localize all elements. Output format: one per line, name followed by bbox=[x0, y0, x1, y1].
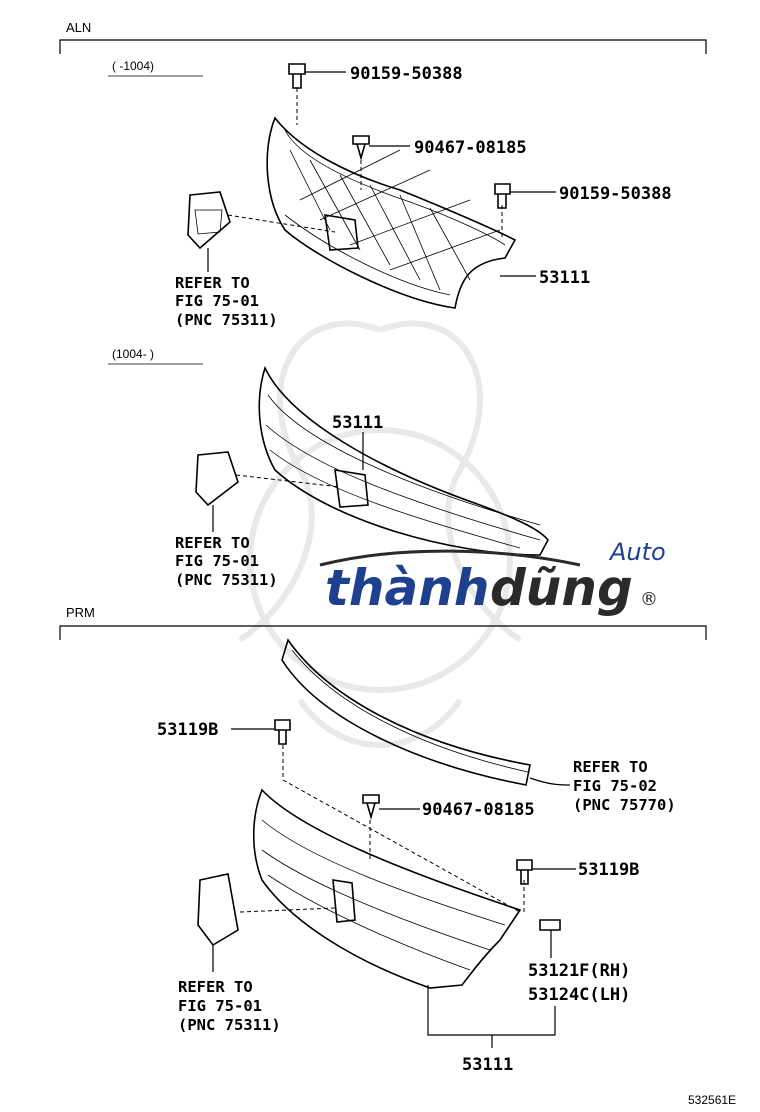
watermark-brand2: dũng bbox=[490, 559, 633, 617]
clip-icon bbox=[362, 794, 380, 820]
bolt-icon bbox=[494, 183, 511, 209]
part-number: 90159-50388 bbox=[559, 184, 672, 204]
range-early: ( -1004) bbox=[112, 59, 154, 73]
clip-plate-icon bbox=[539, 919, 561, 931]
refer-text: (PNC 75311) bbox=[175, 571, 278, 589]
clip-icon bbox=[352, 135, 370, 161]
part-number: 53121F(RH) bbox=[528, 961, 630, 981]
refer-text: REFER TO bbox=[175, 274, 250, 292]
part-number: 53111 bbox=[462, 1055, 513, 1075]
upper-molding bbox=[281, 638, 531, 786]
part-number: 90467-08185 bbox=[422, 800, 535, 820]
range-late: (1004- ) bbox=[112, 347, 154, 361]
refer-text: REFER TO bbox=[573, 758, 648, 776]
refer-text: (PNC 75311) bbox=[175, 311, 278, 329]
part-number: 53124C(LH) bbox=[528, 985, 630, 1005]
emblem-prm bbox=[197, 873, 239, 947]
refer-text: (PNC 75770) bbox=[573, 796, 676, 814]
section-label-prm: PRM bbox=[66, 605, 95, 620]
part-number: 53111 bbox=[332, 413, 383, 433]
bolt-icon bbox=[516, 859, 533, 885]
section-bracket-prm bbox=[59, 625, 707, 640]
bolt-icon bbox=[288, 63, 306, 89]
part-number: 53111 bbox=[539, 268, 590, 288]
refer-text: REFER TO bbox=[178, 978, 253, 996]
part-number: 53119B bbox=[578, 860, 639, 880]
refer-text: FIG 75-01 bbox=[175, 552, 259, 570]
watermark-ornament bbox=[238, 320, 522, 748]
part-number: 53119B bbox=[157, 720, 218, 740]
refer-text: FIG 75-01 bbox=[175, 292, 259, 310]
watermark-registered: ® bbox=[640, 589, 658, 610]
diagram-id: 532561E bbox=[688, 1093, 736, 1107]
watermark-logo: thành dũng Auto ® bbox=[319, 538, 666, 617]
section-label-aln: ALN bbox=[66, 20, 91, 35]
watermark-brand: thành bbox=[325, 559, 489, 617]
watermark-suffix: Auto bbox=[608, 538, 666, 566]
refer-text: FIG 75-01 bbox=[178, 997, 262, 1015]
grille-53111-early bbox=[266, 116, 517, 309]
section-bracket-aln bbox=[59, 39, 707, 54]
refer-text: REFER TO bbox=[175, 534, 250, 552]
bolt-icon bbox=[274, 719, 291, 745]
refer-text: (PNC 75311) bbox=[178, 1016, 281, 1034]
part-number: 90159-50388 bbox=[350, 64, 463, 84]
emblem-late bbox=[195, 451, 239, 507]
part-number: 90467-08185 bbox=[414, 138, 527, 158]
grille-53111-prm bbox=[252, 788, 522, 989]
emblem-early bbox=[187, 191, 231, 250]
refer-text: FIG 75-02 bbox=[573, 777, 657, 795]
